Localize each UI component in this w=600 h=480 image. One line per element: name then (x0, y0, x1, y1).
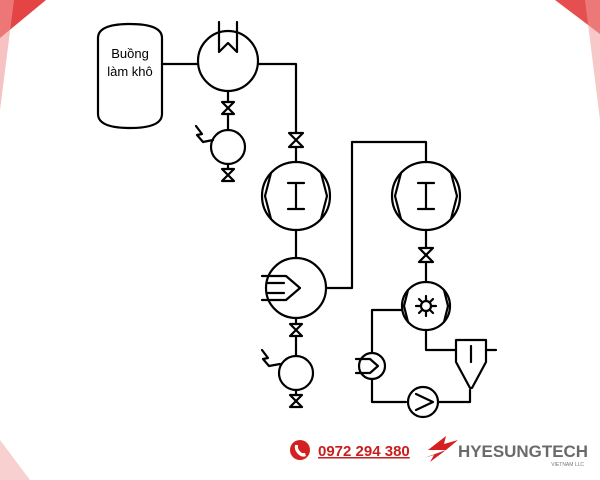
brand-name: HYESUNGTECH (458, 442, 588, 461)
chamber-label-line2: làm khô (107, 64, 153, 79)
blower-icon (400, 280, 452, 332)
circulation-pump-icon (406, 385, 440, 419)
drying-chamber (96, 22, 164, 130)
compressor-icon (260, 160, 332, 232)
pipe-loop (370, 308, 404, 354)
vacuum-pump-icon (194, 124, 247, 166)
brand-subtitle: VIETNAM LLC (551, 462, 584, 468)
chamber-label-line1: Buồng (111, 46, 149, 61)
valve-icon (417, 246, 435, 264)
valve-icon (220, 167, 236, 183)
vacuum-pump-icon (260, 348, 315, 392)
valve-icon (288, 322, 304, 338)
phone-number[interactable]: 0972 294 380 (318, 443, 410, 460)
small-exchanger-icon (354, 351, 387, 381)
pipe-blower-cyclone (424, 328, 458, 352)
cyclone-separator-icon (454, 338, 488, 390)
heat-exchanger-icon (260, 256, 328, 320)
valve-icon (220, 100, 236, 116)
condenser-icon (196, 20, 260, 93)
phone-contact[interactable]: 0972 294 380 (290, 440, 410, 460)
phone-icon (290, 440, 310, 460)
valve-icon (288, 393, 304, 409)
pipe-condenser-pump (256, 62, 298, 135)
valve-icon (287, 131, 305, 149)
brand-logo: HYESUNGTECH VIETNAM LLC (424, 436, 588, 468)
pipe-exchanger-right (324, 140, 428, 290)
compressor-icon (390, 160, 462, 232)
brand-mark-icon (424, 436, 458, 462)
